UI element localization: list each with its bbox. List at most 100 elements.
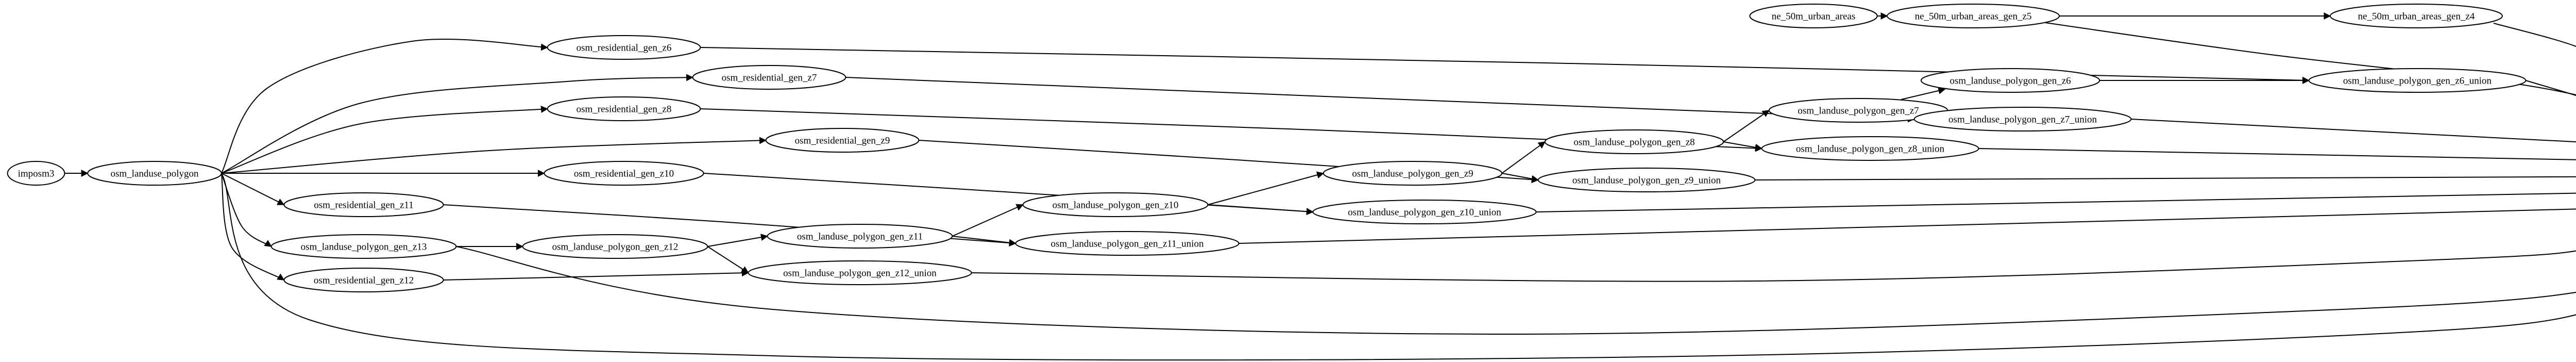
edge-osm-landuse-polygon-gen-z9-union-to-layer-landuse-z9: [1755, 176, 2576, 180]
edge-osm-residential-gen-z10-to-osm-landuse-polygon-gen-z10-union: [703, 173, 1314, 216]
node-osm-landuse-polygon-gen-z10-union-shape: [1312, 200, 1537, 224]
node-osm-residential-gen-z7-label: osm_residential_gen_z7: [722, 73, 817, 84]
node-osm-landuse-polygon-gen-z8-shape: [1544, 129, 1724, 154]
edge-osm-landuse-polygon-gen-z8-to-osm-landuse-polygon-gen-z7: [1723, 110, 1770, 142]
edge-osm-residential-gen-z6-to-osm-landuse-polygon-gen-z6-union: [700, 47, 2310, 84]
node-osm-residential-gen-z11-label: osm_residential_gen_z11: [314, 200, 413, 211]
node-osm-landuse-polygon-gen-z6: osm_landuse_polygon_gen_z6: [1920, 68, 2100, 93]
node-ne-50m-urban-areas-label: ne_50m_urban_areas: [1772, 11, 1856, 22]
node-osm-landuse-polygon-gen-z13-label: osm_landuse_polygon_gen_z13: [301, 242, 427, 253]
node-osm-landuse-polygon-gen-z7-union-label: osm_landuse_polygon_gen_z7_union: [1948, 114, 2097, 125]
node-osm-residential-gen-z10-label: osm_residential_gen_z10: [574, 169, 674, 179]
node-osm-residential-gen-z9-label: osm_residential_gen_z9: [795, 136, 890, 146]
edge-osm-landuse-polygon-to-osm-residential-gen-z6: [221, 39, 548, 174]
node-ne-50m-urban-areas-gen-z4: ne_50m_urban_areas_gen_z4: [2330, 4, 2503, 28]
node-osm-landuse-polygon-gen-z9-label: osm_landuse_polygon_gen_z9: [1352, 169, 1473, 179]
node-osm-landuse-polygon-gen-z6-label: osm_landuse_polygon_gen_z6: [1950, 76, 2071, 87]
edge-ne-50m-urban-areas-gen-z5-to-layer-landuse-z5: [2045, 22, 2576, 95]
edge-osm-landuse-polygon-gen-z7-to-osm-landuse-polygon-gen-z6: [1901, 87, 1946, 100]
nodes-layer: imposm3 osm_landuse_polygon osm_residentia…: [7, 4, 2527, 292]
edge-osm-residential-gen-z7-to-osm-landuse-polygon-gen-z7-union: [845, 77, 1915, 123]
node-osm-landuse-polygon-gen-z8-union: osm_landuse_polygon_gen_z8_union: [1761, 136, 1979, 161]
node-osm-landuse-polygon-gen-z7-union: osm_landuse_polygon_gen_z7_union: [1913, 107, 2132, 131]
node-osm-landuse-polygon: osm_landuse_polygon: [87, 161, 222, 186]
node-ne-50m-urban-areas: ne_50m_urban_areas: [1749, 4, 1878, 28]
edge-osm-landuse-polygon-gen-z10-to-osm-landuse-polygon-gen-z9: [1208, 171, 1325, 205]
node-ne-50m-urban-areas-gen-z4-shape: [2330, 4, 2503, 28]
node-osm-landuse-polygon-gen-z12-union: osm_landuse_polygon_gen_z12_union: [748, 260, 972, 285]
node-osm-landuse-polygon-gen-z7-union-shape: [1913, 107, 2132, 131]
node-osm-residential-gen-z11-shape: [283, 192, 444, 217]
node-osm-landuse-polygon-gen-z12-union-shape: [748, 260, 972, 285]
node-osm-landuse-polygon-gen-z12-union-label: osm_landuse_polygon_gen_z12_union: [783, 268, 937, 279]
edge-osm-landuse-polygon-gen-z7-union-to-layer-landuse-z7: [2131, 119, 2576, 143]
edge-osm-landuse-polygon-to-osm-landuse-polygon-gen-z13: [221, 173, 272, 247]
node-osm-landuse-polygon-shape: [87, 161, 222, 186]
node-ne-50m-urban-areas-gen-z5-label: ne_50m_urban_areas_gen_z5: [1915, 11, 2032, 22]
node-osm-landuse-polygon-gen-z7-label: osm_landuse_polygon_gen_z7: [1798, 106, 1919, 117]
edge-osm-landuse-polygon-gen-z6-union-to-layer-landuse-z6: [2526, 80, 2576, 96]
node-osm-landuse-polygon-gen-z13-shape: [270, 234, 457, 259]
node-osm-landuse-polygon-gen-z9-shape: [1323, 161, 1503, 186]
node-osm-landuse-polygon-gen-z11: osm_landuse_polygon_gen_z11: [767, 224, 953, 249]
node-osm-landuse-polygon-gen-z8-label: osm_landuse_polygon_gen_z8: [1573, 137, 1694, 148]
node-osm-landuse-polygon-gen-z11-union-label: osm_landuse_polygon_gen_z11_union: [1051, 239, 1204, 250]
node-osm-residential-gen-z8-label: osm_residential_gen_z8: [577, 104, 672, 115]
node-osm-landuse-polygon-gen-z9-union-shape: [1537, 168, 1756, 192]
node-osm-residential-gen-z12-label: osm_residential_gen_z12: [314, 275, 414, 286]
node-osm-landuse-polygon-gen-z8: osm_landuse_polygon_gen_z8: [1544, 129, 1724, 154]
edge-osm-landuse-polygon-to-osm-residential-gen-z8: [221, 106, 548, 174]
node-osm-residential-gen-z6-shape: [547, 35, 701, 60]
edge-ne-50m-urban-areas-gen-z4-to-layer-landuse-z4: [2493, 23, 2576, 47]
edge-osm-landuse-polygon-to-layer-landuse-z14plus: [221, 173, 2576, 361]
node-imposm3-label: imposm3: [18, 169, 55, 179]
node-osm-residential-gen-z6: osm_residential_gen_z6: [547, 35, 701, 60]
node-osm-landuse-polygon-gen-z6-union: osm_landuse_polygon_gen_z6_union: [2308, 68, 2527, 93]
node-ne-50m-urban-areas-gen-z5-shape: [1887, 4, 2060, 28]
edge-osm-residential-gen-z12-to-osm-landuse-polygon-gen-z12-union: [443, 269, 749, 281]
node-osm-landuse-polygon-gen-z10-union-label: osm_landuse_polygon_gen_z10_union: [1348, 207, 1501, 218]
node-imposm3: imposm3: [7, 161, 65, 186]
node-osm-residential-gen-z11: osm_residential_gen_z11: [283, 192, 444, 217]
node-osm-landuse-polygon-gen-z10-union: osm_landuse_polygon_gen_z10_union: [1312, 200, 1537, 224]
node-osm-landuse-polygon-gen-z6-union-label: osm_landuse_polygon_gen_z6_union: [2343, 76, 2492, 87]
node-osm-residential-gen-z12: osm_residential_gen_z12: [283, 268, 444, 292]
node-osm-landuse-polygon-gen-z6-union-shape: [2308, 68, 2527, 93]
node-osm-landuse-polygon-gen-z9: osm_landuse_polygon_gen_z9: [1323, 161, 1503, 186]
node-imposm3-shape: [7, 161, 65, 186]
node-osm-landuse-polygon-gen-z12-label: osm_landuse_polygon_gen_z12: [552, 242, 679, 253]
node-osm-residential-gen-z7-shape: [692, 65, 846, 90]
edge-osm-landuse-polygon-gen-z12-to-osm-landuse-polygon-gen-z12-union: [707, 246, 749, 273]
node-osm-landuse-polygon-gen-z10-label: osm_landuse_polygon_gen_z10: [1053, 200, 1179, 211]
node-osm-landuse-polygon-gen-z12: osm_landuse_polygon_gen_z12: [522, 234, 708, 259]
edge-osm-landuse-polygon-to-osm-residential-gen-z9: [221, 137, 767, 174]
node-osm-residential-gen-z12-shape: [283, 268, 444, 292]
node-osm-residential-gen-z9: osm_residential_gen_z9: [765, 128, 920, 153]
node-osm-residential-gen-z8: osm_residential_gen_z8: [547, 96, 701, 121]
node-osm-landuse-polygon-gen-z11-label: osm_landuse_polygon_gen_z11: [797, 232, 923, 242]
edge-osm-landuse-polygon-to-osm-residential-gen-z12: [221, 173, 285, 281]
node-osm-landuse-polygon-gen-z9-union: osm_landuse_polygon_gen_z9_union: [1537, 168, 1756, 192]
node-osm-landuse-polygon-gen-z8-union-shape: [1761, 136, 1979, 161]
node-osm-landuse-polygon-label: osm_landuse_polygon: [111, 169, 199, 179]
node-ne-50m-urban-areas-shape: [1749, 4, 1878, 28]
node-osm-landuse-polygon-gen-z8-union-label: osm_landuse_polygon_gen_z8_union: [1796, 144, 1945, 155]
edge-osm-landuse-polygon-gen-z12-to-osm-landuse-polygon-gen-z11: [707, 234, 768, 247]
node-osm-residential-gen-z10: osm_residential_gen_z10: [544, 161, 704, 186]
node-osm-residential-gen-z6-label: osm_residential_gen_z6: [577, 43, 672, 54]
edges-layer: [64, 12, 2576, 361]
node-osm-landuse-polygon-gen-z6-shape: [1920, 68, 2100, 93]
node-osm-residential-gen-z8-shape: [547, 96, 701, 121]
node-osm-landuse-polygon-gen-z10: osm_landuse_polygon_gen_z10: [1022, 192, 1209, 217]
edge-osm-landuse-polygon-gen-z13-to-layer-landuse-z13: [456, 246, 2576, 335]
node-osm-landuse-polygon-gen-z11-union: osm_landuse_polygon_gen_z11_union: [1015, 231, 1240, 256]
edge-osm-landuse-polygon-to-osm-residential-gen-z7: [221, 74, 693, 174]
node-osm-landuse-polygon-gen-z11-union-shape: [1015, 231, 1240, 256]
edge-osm-landuse-polygon-to-osm-residential-gen-z11: [221, 173, 285, 205]
node-osm-landuse-polygon-gen-z11-shape: [767, 224, 953, 249]
edge-osm-landuse-polygon-gen-z10-union-to-layer-landuse-z10: [1536, 192, 2576, 212]
edge-osm-landuse-polygon-gen-z9-to-osm-landuse-polygon-gen-z8: [1501, 141, 1546, 174]
node-osm-landuse-polygon-gen-z12-shape: [522, 234, 708, 259]
